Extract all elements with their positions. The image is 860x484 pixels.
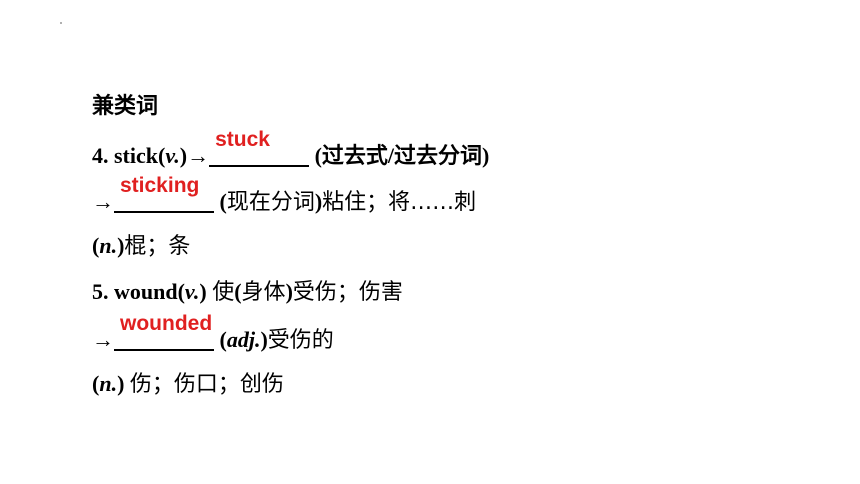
form-note: 现在分词 <box>226 190 315 215</box>
paren-open: ( <box>177 279 185 304</box>
paren-open: ( <box>219 189 227 214</box>
item-number: 4. <box>92 143 109 168</box>
item-4-line-1: 4. stick(v.)→stuck (过去式/过去分词) <box>92 128 490 171</box>
part-of-speech: n. <box>99 233 118 258</box>
paren-open: ( <box>92 371 100 396</box>
noun-meaning: 伤；伤口；创伤 <box>129 372 284 397</box>
paren-open: ( <box>219 327 227 352</box>
arrow: → <box>92 189 114 214</box>
adj-meaning: 受伤的 <box>267 328 334 353</box>
part-of-speech: v. <box>184 279 200 304</box>
paren-open: ( <box>234 279 242 304</box>
arrow: → <box>187 143 210 168</box>
noun-meaning: 棍；条 <box>124 234 191 259</box>
part-of-speech: n. <box>99 371 118 396</box>
answer-text: stuck <box>215 128 270 151</box>
part-of-speech: v. <box>165 143 180 168</box>
item-4-line-3: (n.)棍；条 <box>92 231 190 262</box>
form-note: (过去式/过去分词) <box>314 143 490 168</box>
item-5-line-2: → wounded (adj.)受伤的 <box>92 312 334 356</box>
verb-meaning-part: 身体 <box>241 280 286 305</box>
corner-dot <box>60 22 62 24</box>
paren-close: ) <box>117 371 125 396</box>
verb-meaning-part: 受伤；伤害 <box>292 280 403 305</box>
paren-close: ) <box>260 327 268 352</box>
paren-close: ) <box>285 279 293 304</box>
item-5-line-1: 5. wound(v.) 使(身体)受伤；伤害 <box>92 277 403 308</box>
verb-meaning-part: 使 <box>212 280 235 305</box>
paren-open: ( <box>158 143 166 168</box>
fill-blank: sticking <box>114 174 214 213</box>
paren-close: ) <box>199 279 207 304</box>
verb-meaning: 粘住；将……刺 <box>322 190 477 215</box>
answer-text: wounded <box>120 312 213 335</box>
item-number: 5. <box>92 279 109 304</box>
item-5-line-3: (n.) 伤；伤口；创伤 <box>92 369 284 400</box>
paren-open: ( <box>92 233 100 258</box>
headword: wound <box>114 279 178 304</box>
fill-blank: wounded <box>114 312 214 351</box>
arrow: → <box>92 327 114 352</box>
answer-text: sticking <box>120 174 200 197</box>
paren-close: ) <box>179 143 188 168</box>
paren-close: ) <box>314 189 323 214</box>
headword: stick <box>114 143 158 168</box>
item-4-line-2: → sticking (现在分词)粘住；将……刺 <box>92 174 477 218</box>
section-title: 兼类词 <box>92 94 159 119</box>
part-of-speech: adj. <box>226 327 261 352</box>
paren-close: ) <box>117 233 125 258</box>
fill-blank: stuck <box>209 128 310 167</box>
